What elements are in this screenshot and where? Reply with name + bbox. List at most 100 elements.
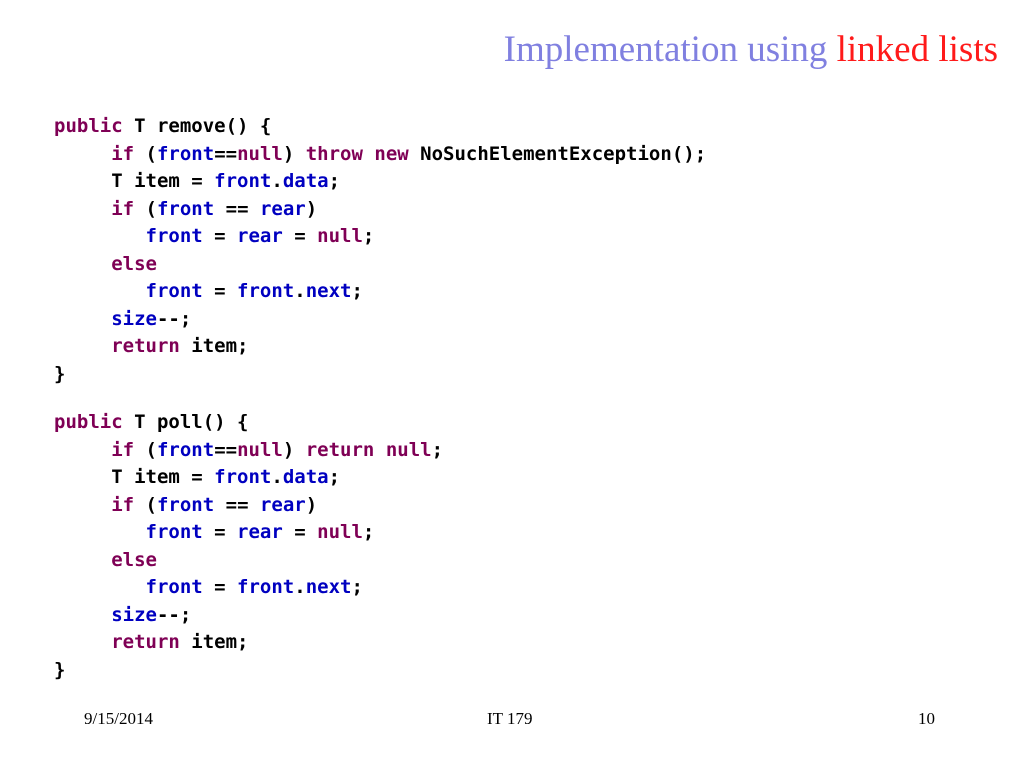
code-token: (: [134, 493, 157, 516]
code-token: rear: [237, 225, 283, 247]
code-token: .: [271, 466, 283, 488]
code-token: size: [111, 603, 157, 626]
code-token: ;: [328, 170, 341, 192]
code-token: ==: [214, 142, 238, 165]
code-token: null: [385, 438, 432, 461]
code-token: rear: [259, 197, 306, 220]
code-token: .: [294, 280, 306, 302]
code-line-poll-5: front = rear = null;: [54, 519, 706, 547]
code-token: item;: [179, 631, 249, 653]
code-token: if: [111, 493, 135, 516]
code-token: (: [134, 142, 157, 165]
code-line-remove-10: }: [54, 361, 706, 389]
code-token: if: [111, 438, 135, 461]
code-token: null: [237, 142, 283, 165]
code-token: null: [237, 438, 283, 461]
code-token: =: [202, 280, 238, 302]
code-line-poll-9: return item;: [54, 629, 706, 657]
code-token: ;: [351, 576, 363, 598]
code-token: front: [145, 521, 203, 543]
code-token: ): [282, 438, 306, 461]
code-line-remove-8: size--;: [54, 306, 706, 334]
code-token: public: [54, 115, 123, 137]
code-token: front: [145, 576, 203, 598]
code-token: [54, 521, 146, 543]
code-token: return: [111, 631, 180, 653]
code-token: if: [111, 142, 135, 165]
code-token: ): [282, 142, 306, 165]
code-token: [54, 576, 146, 598]
code-token: else: [111, 252, 157, 275]
code-token: size: [111, 307, 157, 330]
code-token: =: [282, 521, 318, 543]
code-token: [54, 604, 111, 626]
slide-title-part2: linked lists: [836, 29, 998, 70]
code-token: ==: [214, 438, 238, 461]
code-token: return: [111, 335, 180, 357]
footer-date: 9/15/2014: [84, 709, 153, 728]
code-token: front: [237, 576, 295, 598]
code-token: return: [305, 438, 375, 461]
code-token: NoSuchElementException();: [408, 142, 707, 165]
slide-title-part1: Implementation using: [503, 29, 837, 70]
code-token: =: [202, 576, 238, 598]
code-token: ==: [214, 493, 260, 516]
code-token: front: [156, 438, 215, 461]
code-token: item;: [179, 335, 249, 357]
code-token: [54, 494, 111, 516]
code-line-remove-9: return item;: [54, 333, 706, 361]
code-token: [54, 225, 146, 247]
code-line-poll-3: T item = front.data;: [54, 464, 706, 492]
code-token: [54, 143, 111, 165]
code-token: .: [271, 170, 283, 192]
code-token: [54, 253, 111, 275]
code-line-remove-5: front = rear = null;: [54, 223, 706, 251]
code-token: front: [145, 280, 203, 302]
code-line-remove-2: if (front==null) throw new NoSuchElement…: [54, 141, 706, 169]
code-token: [374, 439, 385, 461]
code-token: ): [305, 197, 318, 220]
code-token: new: [374, 142, 409, 165]
code-line-remove-1: public T remove() {: [54, 113, 706, 141]
code-token: }: [54, 362, 66, 385]
code-token: front: [237, 280, 295, 302]
code-token: }: [54, 658, 66, 681]
code-token: .: [294, 576, 306, 598]
code-method-remove: public T remove() { if (front==null) thr…: [54, 113, 706, 388]
code-line-remove-4: if (front == rear): [54, 196, 706, 224]
code-line-poll-7: front = front.next;: [54, 574, 706, 602]
code-token: next: [305, 280, 352, 302]
code-token: front: [156, 142, 215, 165]
code-token: ;: [431, 438, 444, 461]
code-line-poll-8: size--;: [54, 602, 706, 630]
code-token: =: [282, 225, 318, 247]
code-gap: [54, 388, 706, 409]
code-token: front: [156, 493, 215, 516]
code-token: T item =: [54, 466, 215, 488]
code-token: throw: [305, 142, 363, 165]
code-token: if: [111, 197, 135, 220]
code-token: =: [202, 521, 238, 543]
code-token: =: [202, 225, 238, 247]
code-token: [363, 143, 374, 165]
code-token: (: [134, 197, 157, 220]
code-line-remove-6: else: [54, 251, 706, 279]
code-line-remove-7: front = front.next;: [54, 278, 706, 306]
code-line-poll-1: public T poll() {: [54, 409, 706, 437]
code-token: front: [156, 197, 215, 220]
code-line-poll-2: if (front==null) return null;: [54, 437, 706, 465]
code-token: ;: [362, 521, 375, 543]
code-token: [54, 549, 111, 571]
code-token: rear: [259, 493, 306, 516]
code-token: front: [214, 170, 272, 192]
code-token: [54, 280, 146, 302]
code-token: --;: [156, 603, 192, 626]
code-token: null: [317, 225, 363, 247]
footer-page-number: 10: [918, 709, 935, 728]
code-token: data: [282, 466, 329, 488]
slide-title: Implementation using linked lists: [503, 29, 998, 71]
code-token: [54, 631, 111, 653]
code-line-poll-10: }: [54, 657, 706, 685]
code-token: ==: [214, 197, 260, 220]
